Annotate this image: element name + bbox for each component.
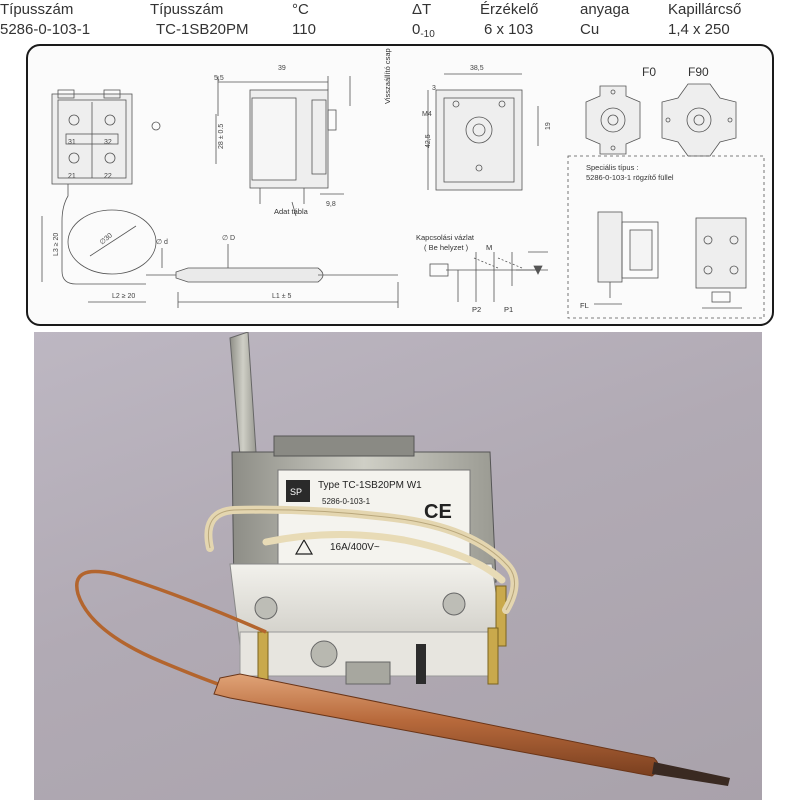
spec-header: Érzékelő	[480, 1, 539, 18]
spade-terminal	[495, 585, 507, 647]
special-type-view	[567, 155, 765, 319]
dim-m4: M4	[422, 111, 432, 118]
maker-logo	[286, 480, 310, 502]
sensor-view	[146, 244, 399, 308]
dim-39: 39	[278, 65, 286, 72]
dim-28: 28 ± 0.5	[218, 124, 225, 149]
dim-30: ∅30	[99, 232, 114, 246]
mounting-bracket	[229, 332, 257, 457]
terminal-screw-icon	[254, 596, 278, 620]
spec-header: ΔT	[412, 1, 432, 18]
terminal-31: 31	[68, 139, 76, 146]
spec-value-sub: -10	[420, 29, 435, 40]
spec-col-5: Érzékelő 6 x 103	[480, 0, 538, 40]
spec-header: Típusszám	[150, 1, 224, 18]
maker-logo-text: SP	[290, 487, 302, 497]
dim-5-5: 5,5	[214, 75, 224, 82]
wire	[262, 531, 506, 584]
spec-col-1: Típusszám 5286-0-103-1	[0, 0, 90, 40]
terminal-21: 21	[68, 173, 76, 180]
spec-col-7: Kapillárcső 1,4 x 250	[668, 0, 741, 40]
switching-diagram	[429, 251, 548, 302]
label-helyzet: ( Be helyzet )	[424, 243, 469, 252]
dim-9-8: 9,8	[326, 201, 336, 208]
spec-value: 6 x 103	[484, 21, 534, 38]
spec-value: TC-1SB20PM	[156, 21, 249, 38]
capillary-tube	[75, 569, 267, 690]
label-p2: P2	[472, 305, 481, 314]
spec-value-main: 0	[412, 21, 421, 38]
label-m: M	[486, 243, 492, 252]
spade-terminal	[487, 627, 499, 685]
terminal-screw-icon	[442, 592, 466, 616]
dim-19: 19	[545, 122, 552, 130]
label-code-text: 5286-0-103-1	[322, 497, 371, 506]
label-type-text: Type TC-1SB20PM W1	[318, 480, 422, 491]
label-f0: F0	[642, 65, 656, 79]
flange-views	[585, 83, 737, 157]
label-kapcsolasi: Kapcsolási vázlat	[416, 233, 475, 242]
dim-38-5: 38,5	[470, 65, 484, 72]
reset-pin	[416, 644, 426, 684]
spec-header: anyaga	[580, 1, 630, 18]
front-view	[41, 89, 161, 303]
sensor-bulb	[213, 673, 659, 777]
spec-col-6: anyaga Cu	[580, 0, 629, 40]
dim-l2: L2 ≥ 20	[112, 293, 135, 300]
side-view	[215, 76, 351, 217]
spec-header: Típusszám	[0, 1, 74, 18]
product-photo: SP Type TC-1SB20PM W1 5286-0-103-1 16A/4…	[34, 332, 762, 800]
spec-value: Cu	[580, 21, 600, 38]
dim-big-d: ∅ D	[222, 235, 235, 242]
label-fl: FL	[580, 301, 589, 310]
spec-col-4: ΔT 0-10	[412, 0, 435, 45]
dim-42-5: 42,5	[425, 134, 432, 148]
terminal-22: 22	[104, 173, 112, 180]
ce-mark: CE	[424, 501, 452, 523]
drawing-svg: 39 5,5 28 ± 0.5 9,8 38,5 42,5 19 3 M4 L3…	[41, 48, 765, 319]
spec-value: 1,4 x 250	[668, 21, 730, 38]
warning-icon	[294, 538, 314, 555]
spec-header: Kapillárcső	[668, 1, 742, 18]
label-rating-text: 16A/400V~	[330, 542, 380, 553]
dim-l1: L1 ± 5	[272, 293, 292, 300]
back-view	[427, 73, 539, 191]
thermostat-illustration: SP Type TC-1SB20PM W1 5286-0-103-1 16A/4…	[75, 332, 730, 786]
dim-3: 3	[432, 85, 436, 92]
label-specialis-2: 5286-0-103-1 rögzítő füllel	[586, 173, 674, 182]
sensor-tip	[652, 762, 730, 786]
spec-col-3: °C 110	[292, 0, 316, 40]
terminal-32: 32	[104, 139, 112, 146]
dim-d: ∅ d	[156, 239, 168, 246]
spec-table: Típusszám 5286-0-103-1 Típusszám TC-1SB2…	[0, 0, 800, 44]
label-specialis-1: Speciális típus :	[586, 163, 639, 172]
label-visszaallito: Visszaállító csap	[383, 48, 392, 104]
spec-value: 5286-0-103-1	[0, 21, 91, 38]
label-f90: F90	[688, 65, 709, 79]
label-p1: P1	[504, 305, 513, 314]
technical-drawing: 39 5,5 28 ± 0.5 9,8 38,5 42,5 19 3 M4 L3…	[26, 44, 774, 326]
spec-value: 0-10	[412, 20, 435, 45]
dim-l3: L3 ≥ 20	[53, 233, 60, 256]
spec-col-2: Típusszám TC-1SB20PM	[150, 0, 249, 40]
spec-value: 110	[292, 21, 316, 38]
label-adattabla: Adat tábla	[274, 207, 309, 216]
center-screw-icon	[310, 640, 338, 668]
spec-header: °C	[292, 1, 309, 18]
